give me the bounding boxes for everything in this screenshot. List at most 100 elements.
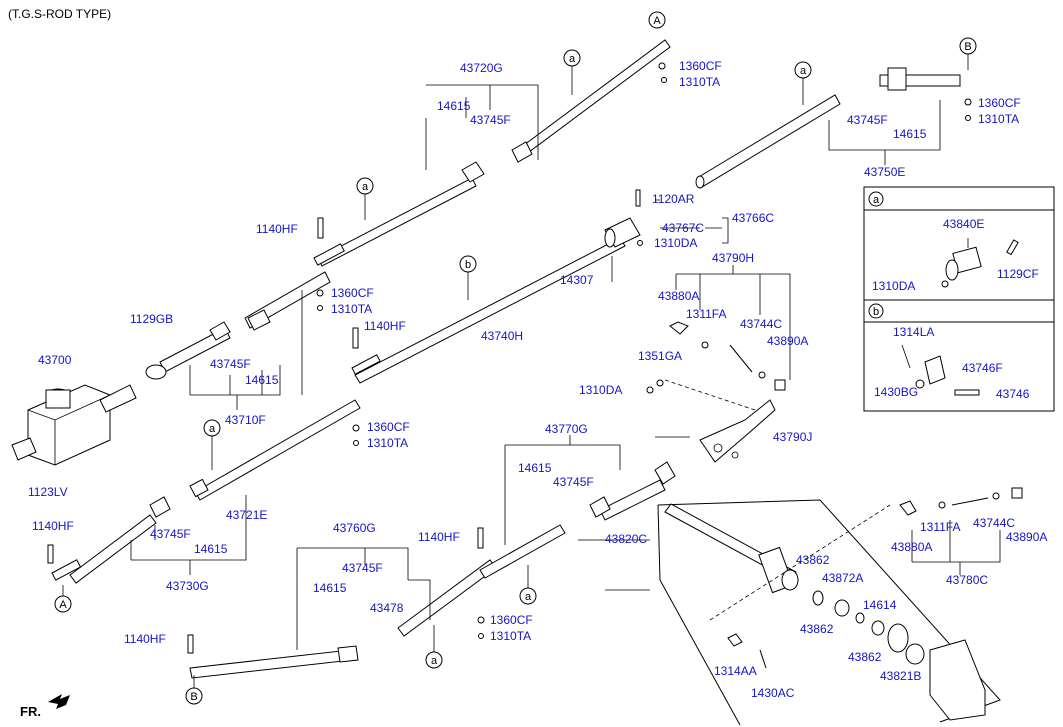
label-14615-d: 14615 [313, 581, 347, 595]
label-1123LV: 1123LV [28, 485, 68, 499]
label-43862-a: 43862 [796, 553, 830, 567]
legend-frame [863, 186, 1055, 412]
label-1140HF-c: 1140HF [32, 519, 74, 533]
callout-B-1: B [959, 37, 977, 70]
callout-A-2: A [54, 585, 72, 613]
svg-text:b: b [465, 259, 471, 271]
label-1310DA-b: 1310DA [654, 236, 697, 250]
label-43821B: 43821B [880, 669, 921, 683]
label-1310TA-a: 1310TA [679, 75, 720, 89]
label-43760G: 43760G [333, 521, 376, 535]
callout-a-6: a [425, 625, 443, 669]
label-14615-e: 14615 [518, 461, 552, 475]
label-1120AR: 1120AR [652, 192, 695, 206]
label-1360CF-b: 1360CF [331, 286, 374, 300]
steering-gearbox-43700 [11, 384, 137, 466]
legend-b-header: b [868, 303, 884, 319]
svg-text:a: a [362, 181, 369, 193]
label-14615-c: 14615 [194, 542, 228, 556]
connection-line [664, 379, 756, 411]
callout-a-2: a [356, 177, 374, 220]
svg-text:a: a [569, 53, 576, 65]
shaft-43720G [313, 39, 671, 267]
label-43790J: 43790J [773, 430, 812, 444]
svg-text:A: A [59, 599, 67, 611]
svg-text:a: a [431, 655, 438, 667]
label-43745F-b: 43745F [210, 357, 251, 371]
label-14307: 14307 [560, 273, 594, 287]
shaft-43740H [351, 237, 626, 384]
label-1310TA-c: 1310TA [367, 436, 408, 450]
label-43744C-b: 43744C [973, 516, 1015, 530]
callout-a-4: a [203, 419, 221, 470]
callout-a-1: a [563, 49, 581, 95]
label-1360CF-d: 1360CF [490, 613, 533, 627]
tube-43766C [604, 217, 641, 248]
detail-b-joint [901, 344, 980, 396]
label-1140HF-b: 1140HF [364, 319, 406, 333]
callout-B-2: B [185, 675, 203, 705]
label-43872A: 43872A [822, 571, 863, 585]
label-43745F-c: 43745F [150, 527, 191, 541]
callout-a-3: a [794, 61, 812, 105]
label-14614: 14614 [863, 598, 897, 612]
legend-label-1310DA: 1310DA [872, 279, 915, 293]
label-43790H: 43790H [712, 251, 754, 265]
label-1140HF-a: 1140HF [256, 222, 298, 236]
detail-legend: a b 43840E 1310DA 1129CF 1314LA 43746F 1… [863, 186, 1055, 412]
label-43820C: 43820C [605, 532, 647, 546]
callout-b-1: b [459, 255, 477, 300]
label-43710F: 43710F [225, 413, 266, 427]
shaft-43710F [145, 271, 331, 380]
legend-label-1430BG: 1430BG [874, 385, 918, 399]
label-43890A-a: 43890A [767, 334, 808, 348]
callouts: a a a b a a a A B A B [54, 11, 977, 705]
front-arrow-icon [48, 694, 70, 709]
label-1310TA-d: 1310TA [490, 629, 531, 643]
label-43745F-d: 43745F [342, 561, 383, 575]
label-43730G: 43730G [166, 579, 209, 593]
label-1140HF-e: 1140HF [418, 530, 460, 544]
legend-label-43746: 43746 [996, 387, 1030, 401]
label-1360CF-c: 1360CF [367, 420, 410, 434]
label-43770G: 43770G [545, 422, 588, 436]
assembly-43820C [657, 499, 1001, 726]
shaft-43770G [479, 461, 676, 579]
callout-A-1: A [648, 11, 666, 29]
label-43740H: 43740H [481, 329, 523, 343]
label-43862-c: 43862 [848, 650, 882, 664]
fasteners [47, 62, 1023, 669]
front-direction-indicator: FR. [20, 694, 70, 719]
label-1310TA-f: 1310TA [978, 112, 1019, 126]
label-43745F-e: 43745F [553, 475, 594, 489]
legend-label-43840E: 43840E [943, 217, 984, 231]
label-1360CF-a: 1360CF [679, 59, 722, 73]
label-43750E: 43750E [864, 165, 905, 179]
label-1129GB: 1129GB [130, 312, 173, 326]
legend-a-header: a [868, 191, 884, 207]
label-14615-f: 14615 [893, 127, 927, 141]
label-43766C: 43766C [732, 211, 774, 225]
fr-label: FR. [20, 704, 41, 719]
label-14615-a: 14615 [437, 99, 471, 113]
detail-a-bracket [941, 238, 1019, 288]
label-1314AA: 1314AA [714, 664, 757, 678]
legend-label-1129CF: 1129CF [997, 267, 1039, 281]
label-1140HF-d: 1140HF [124, 632, 166, 646]
shaft-43721E [189, 399, 361, 501]
label-1311FA-b: 1311FA [920, 520, 960, 534]
svg-text:B: B [190, 691, 197, 703]
label-43780C: 43780C [946, 573, 988, 587]
label-43767C: 43767C [662, 221, 704, 235]
label-1310DA-a: 1310DA [579, 383, 622, 397]
label-43880A-a: 43880A [658, 289, 699, 303]
svg-text:b: b [873, 306, 879, 318]
svg-text:a: a [873, 194, 880, 206]
label-43745F-f: 43745F [847, 113, 888, 127]
part-labels: 43700 1123LV 1129GB 43720G 14615 43745F … [28, 59, 1047, 700]
label-1351GA: 1351GA [638, 349, 682, 363]
svg-text:a: a [800, 65, 807, 77]
shaft-43750E [695, 67, 961, 189]
svg-text:a: a [525, 591, 532, 603]
